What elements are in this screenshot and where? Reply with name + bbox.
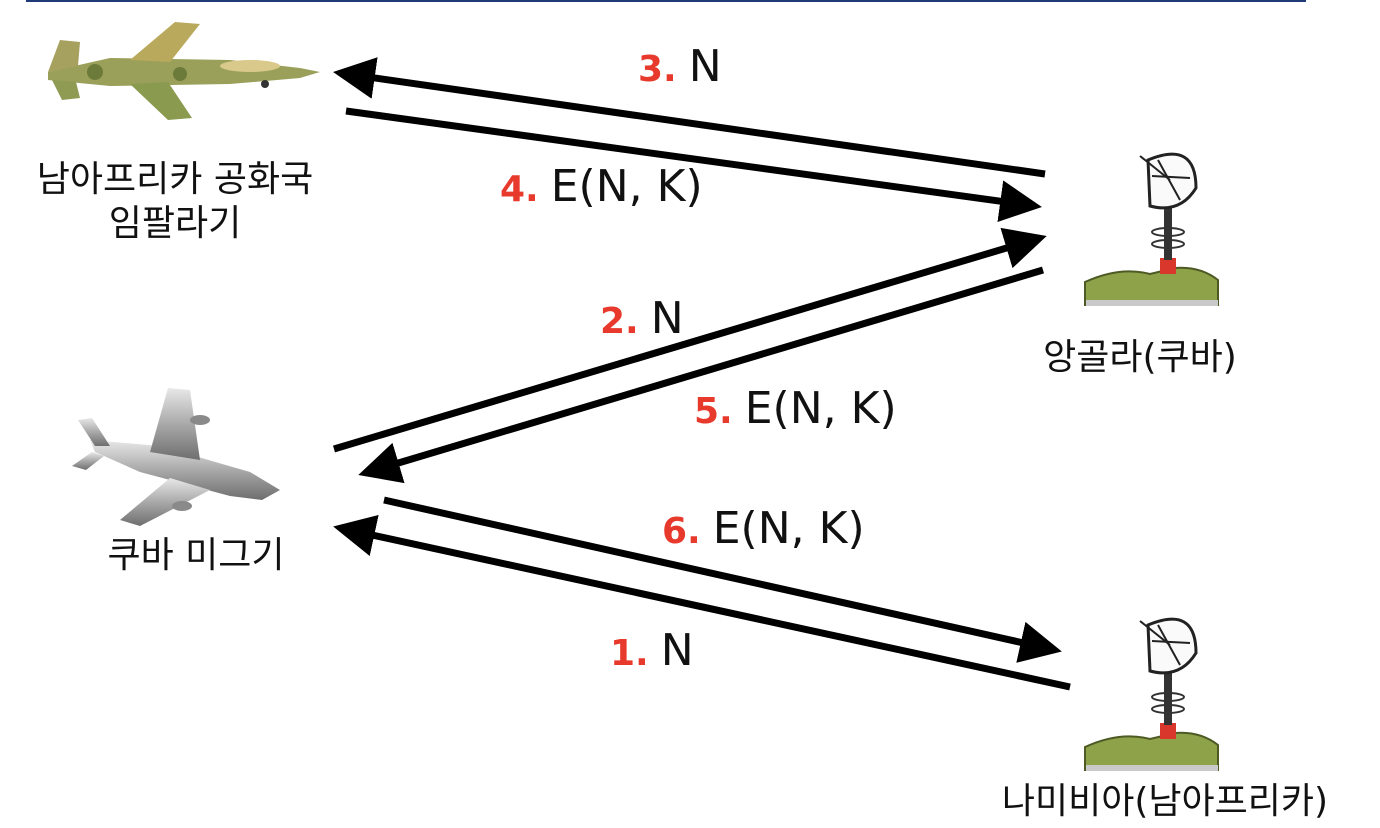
label-sa-fighter-line2: 임팔라기 <box>108 203 242 244</box>
message-4: 4. E(N, K) <box>500 162 703 221</box>
arrow-6-mig-to-namibia <box>383 496 1062 663</box>
arrow-3-angola-to-fighter <box>333 57 1046 178</box>
label-cuban-mig: 쿠바 미그기 <box>107 535 285 576</box>
message-3-text: N <box>688 41 722 92</box>
message-4-number: 4. <box>500 169 539 210</box>
message-2-text: N <box>650 293 684 344</box>
radar-station-namibia-icon <box>1084 617 1219 771</box>
message-3-number: 3. <box>638 49 677 90</box>
message-1: 1. N <box>610 626 694 685</box>
message-5: 5. E(N, K) <box>694 384 897 443</box>
arrow-4-fighter-to-angola <box>345 107 1042 223</box>
label-sa-fighter: 남아프리카 공화국 임팔라기 <box>14 158 336 246</box>
top-rule <box>26 0 1306 2</box>
message-1-text: N <box>660 625 694 676</box>
message-2: 2. N <box>600 294 684 353</box>
radar-station-angola-icon <box>1084 152 1219 306</box>
arrow-5-angola-to-mig <box>358 266 1045 484</box>
message-2-number: 2. <box>600 301 639 342</box>
label-angola: 앙골라(쿠바) <box>1043 337 1237 378</box>
message-6-text: E(N, K) <box>712 503 865 554</box>
airliner-icon <box>72 388 280 526</box>
arrow-1-namibia-to-mig <box>333 514 1071 691</box>
label-namibia: 나미비아(남아프리카) <box>1001 781 1329 822</box>
message-5-text: E(N, K) <box>744 383 897 434</box>
label-sa-fighter-line1: 남아프리카 공화국 <box>36 159 314 200</box>
message-6-number: 6. <box>662 511 701 552</box>
message-6: 6. E(N, K) <box>662 504 865 563</box>
message-3: 3. N <box>638 42 722 101</box>
message-1-number: 1. <box>610 633 649 674</box>
arrow-2-mig-to-angola <box>332 227 1047 453</box>
message-4-text: E(N, K) <box>550 161 703 212</box>
fighter-jet-icon <box>48 22 320 120</box>
message-5-number: 5. <box>694 391 733 432</box>
